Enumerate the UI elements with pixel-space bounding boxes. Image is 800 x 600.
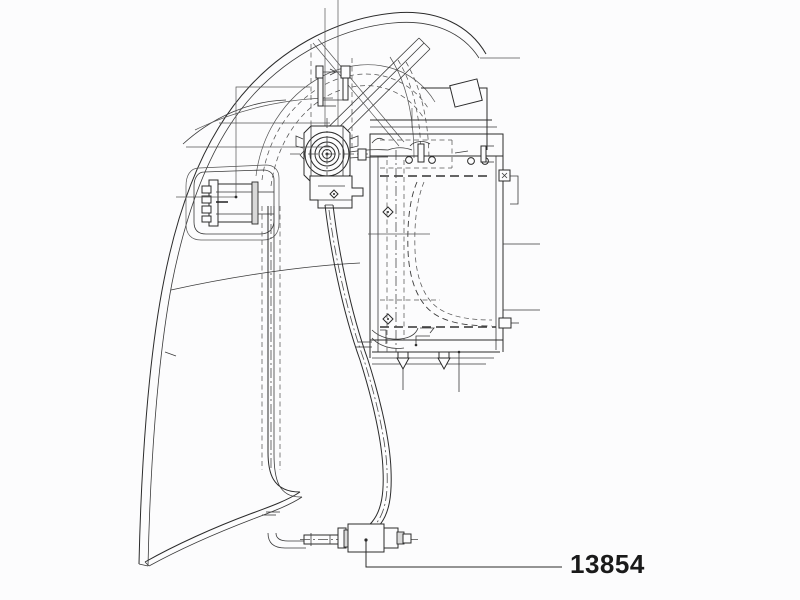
motor-mount-bracket bbox=[309, 175, 364, 209]
housing-bottom-shelf bbox=[356, 327, 419, 349]
wiper-motor-hub bbox=[290, 118, 368, 192]
housing-edge-clamps bbox=[498, 169, 540, 329]
top-clamp-brackets bbox=[315, 65, 351, 107]
reference-lines bbox=[368, 57, 520, 352]
lower-hose-curve bbox=[144, 206, 303, 567]
part-number-callout: 13854 bbox=[570, 549, 645, 579]
housing-upper-mechanism bbox=[380, 139, 494, 169]
finned-block-leader-lines bbox=[176, 86, 330, 199]
finned-connector-block bbox=[185, 164, 280, 241]
callout-leader-13854 bbox=[364, 538, 562, 568]
dome-construction-arc bbox=[255, 56, 436, 187]
hood-outer-profile bbox=[138, 11, 487, 567]
main-housing-panel bbox=[369, 78, 504, 365]
mounting-fasteners bbox=[380, 206, 461, 392]
hub-linkage-arm bbox=[349, 137, 413, 161]
internal-hose-hidden-route bbox=[380, 175, 496, 328]
